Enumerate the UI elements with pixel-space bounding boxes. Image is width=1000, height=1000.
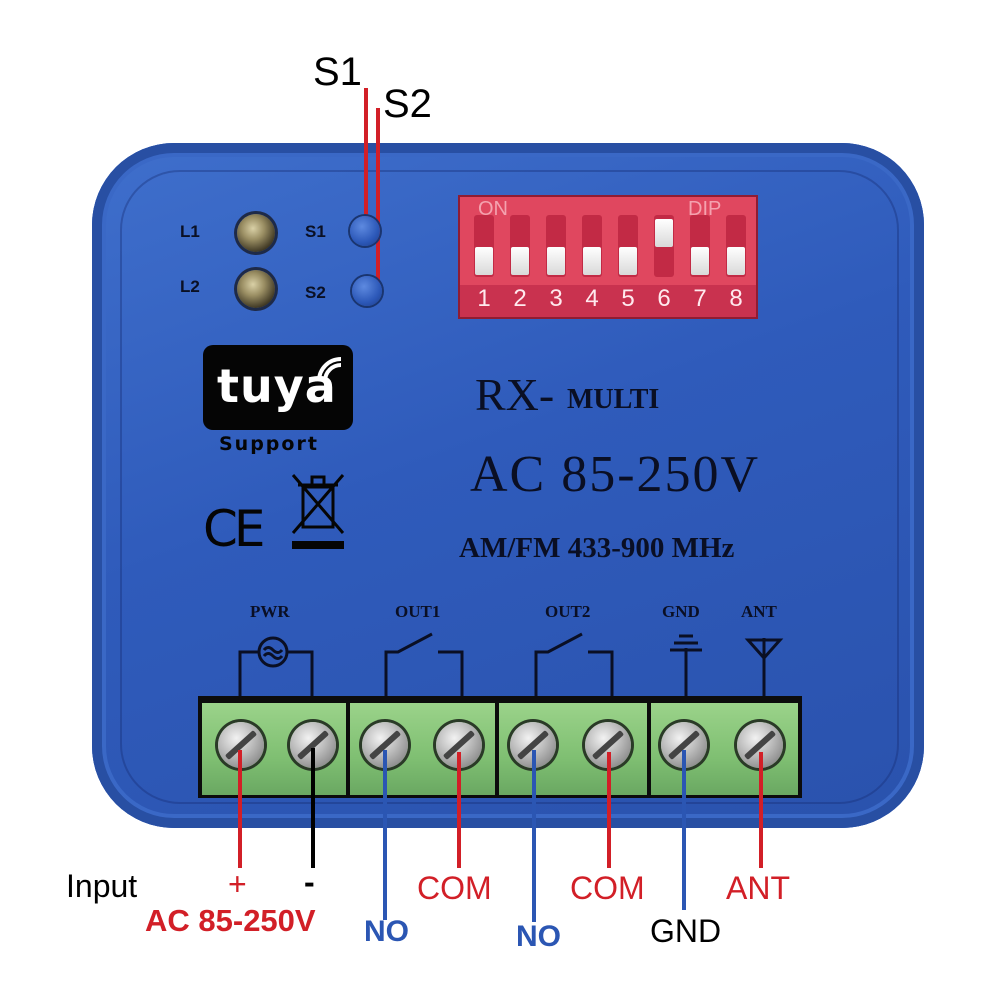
wire-plus [238,750,242,868]
input-label: Input [66,868,138,904]
l1-label: L1 [180,222,200,241]
dip-label: DIP [688,198,722,220]
dip-switch-8[interactable] [726,215,746,277]
no1-label: NO [364,915,409,948]
com2-label: COM [570,870,645,906]
dip-number: 8 [729,285,743,312]
ant-label: ANT [726,870,790,906]
wire-com2 [607,752,611,868]
tuya-logo: tuya [203,345,353,430]
dip-switch-1[interactable] [474,215,494,277]
terminal-schematic [238,632,784,696]
led-l1 [237,214,275,252]
tuya-support-label: Support [219,433,319,455]
dip-switch-7[interactable] [690,215,710,277]
dip-number: 3 [549,285,563,312]
wire-no2 [532,750,536,922]
dip-switch-5[interactable] [618,215,638,277]
l2-label: L2 [180,277,200,296]
dip-switch-6[interactable] [654,215,674,277]
ant-header: ANT [741,602,777,621]
frequency-label: AM/FM 433-900 MHz [459,532,735,564]
gnd-header: GND [662,602,700,621]
s1-label: S1 [305,222,326,241]
dip-number: 4 [585,285,599,312]
plus-label: + [228,866,247,902]
gnd-label: GND [650,913,722,949]
com1-label: COM [417,870,492,906]
no2-label: NO [516,920,561,953]
s2-label: S2 [305,283,326,302]
dip-on-label: ON [478,198,508,220]
s2-callout-label: S2 [383,82,432,126]
tuya-logo-text: tuya [217,359,337,413]
minus-label: - [304,864,315,900]
wire-ant [759,752,763,868]
button-s1[interactable] [350,216,380,246]
dip-switch-4[interactable] [582,215,602,277]
out2-header: OUT2 [545,602,591,621]
case-inner-edge [120,170,899,804]
dip-number: 6 [657,285,671,312]
model-prefix: RX- [475,369,555,420]
dip-switch[interactable]: ON DIP 1 2 3 4 5 6 7 8 [458,195,758,319]
dip-number: 2 [513,285,527,312]
dip-switch-2[interactable] [510,215,530,277]
wire-no1 [383,750,387,920]
dip-number: 1 [477,285,491,312]
dip-switch-3[interactable] [546,215,566,277]
s1-callout-label: S1 [313,50,362,94]
pwr-header: PWR [250,602,290,621]
wifi-icon [317,357,342,382]
wire-gnd [682,750,686,910]
led-l2 [237,270,275,308]
s1-callout-wire [364,88,368,228]
dip-number: 7 [693,285,707,312]
out1-header: OUT1 [395,602,441,621]
wire-minus [311,748,315,868]
dip-number: 5 [621,285,635,312]
weee-bin-icon [291,474,345,549]
voltage-label: AC 85-250V [470,446,761,503]
ac-input-label: AC 85-250V [145,903,316,938]
wire-com1 [457,752,461,868]
ce-mark: CE [203,500,265,558]
s2-callout-wire [376,108,380,283]
button-s2[interactable] [352,276,382,306]
model-suffix: MULTI [567,384,660,415]
